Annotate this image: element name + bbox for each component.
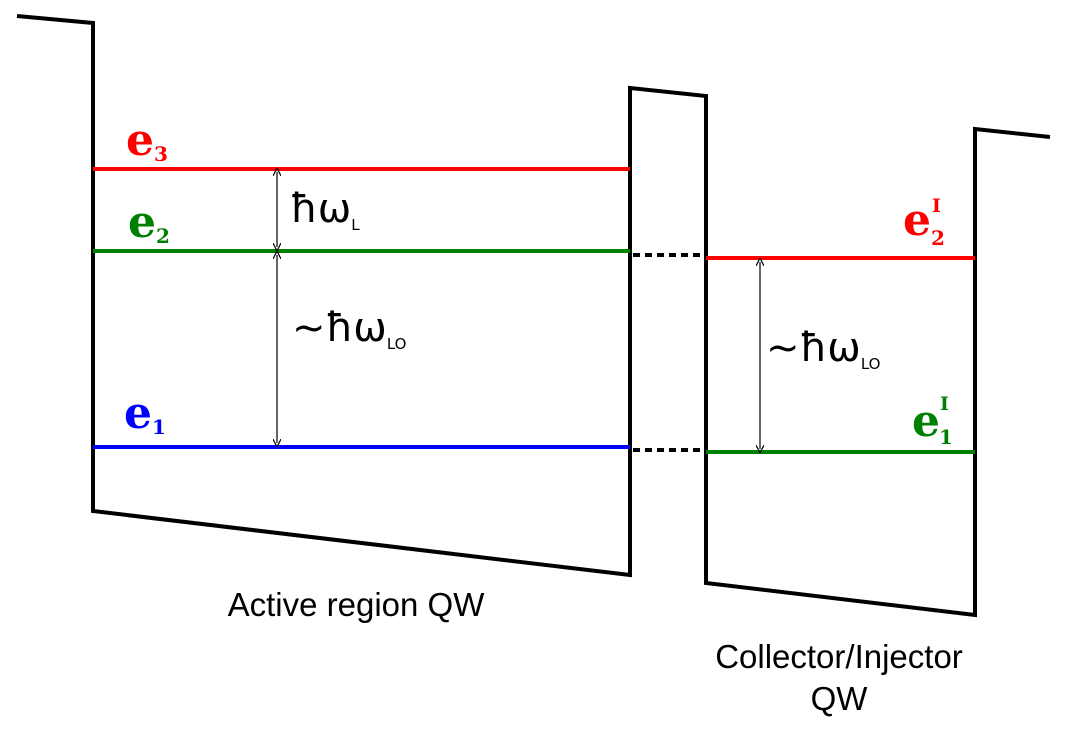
conduction-band-profile — [16, 14, 1051, 618]
label-e3: e3 — [126, 115, 168, 166]
caption-collector-line1: Collector/Injector — [715, 638, 963, 675]
label-e1I: e I 1 — [912, 393, 953, 449]
label-e2I: e I 2 — [903, 195, 945, 250]
caption-active-region: Active region QW — [228, 586, 486, 623]
svg-text:I: I — [940, 393, 949, 415]
photon-energy-label: ħωL — [290, 186, 360, 234]
svg-text:e: e — [903, 195, 931, 246]
caption-collector-line2: QW — [811, 680, 869, 717]
phonon-energy-label-active: ~ħωLO — [292, 305, 406, 353]
label-e2: e2 — [128, 197, 170, 248]
label-e1: e1 — [124, 388, 166, 439]
svg-text:1: 1 — [939, 425, 953, 449]
svg-text:e: e — [912, 396, 940, 447]
svg-text:2: 2 — [931, 226, 945, 250]
svg-text:I: I — [932, 195, 941, 217]
phonon-energy-label-collector: ~ħωLO — [766, 325, 880, 373]
